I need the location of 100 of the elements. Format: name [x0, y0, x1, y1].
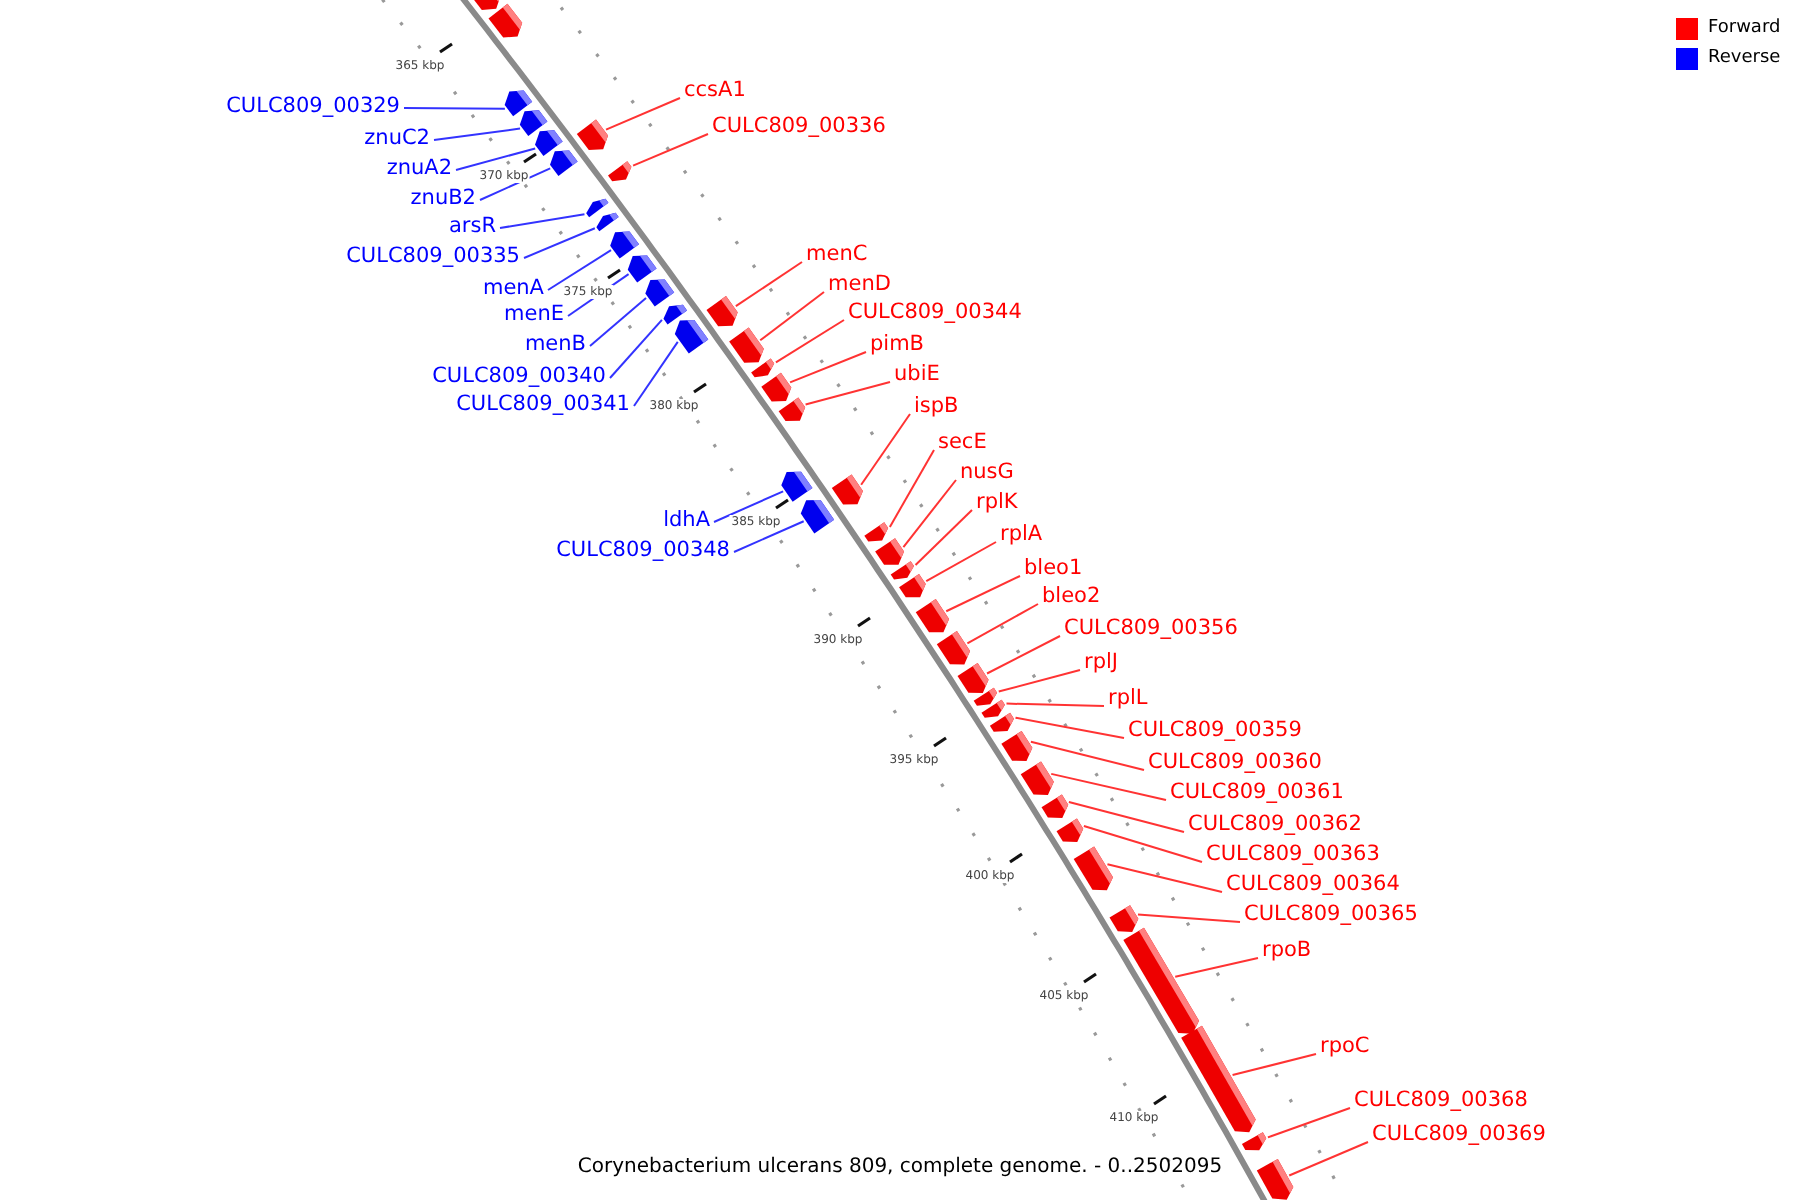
reverse-gene-block	[663, 304, 688, 325]
gene-label: ldhA	[663, 508, 710, 534]
reverse-gene-block	[610, 231, 639, 259]
leader-line	[455, 147, 537, 171]
gene-label: CULC809_00362	[1188, 812, 1362, 838]
caption: Corynebacterium ulcerans 809, complete genome. - 0..2502095	[575, 1156, 1225, 1180]
gene-label: CULC809_00359	[1128, 718, 1302, 744]
forward-gene-block	[1109, 905, 1139, 932]
reverse-gene-block	[781, 471, 813, 502]
leader-line	[914, 509, 973, 567]
forward-gene-block	[761, 372, 792, 402]
forward-gene-block	[1020, 761, 1054, 795]
gene-label: CULC809_00368	[1354, 1088, 1528, 1114]
forward-gene-block	[831, 474, 863, 505]
reverse-gene-block	[586, 198, 609, 218]
gene-label: rplL	[1108, 686, 1148, 712]
leader-line	[1029, 740, 1145, 771]
forward-gene-block	[981, 699, 1005, 718]
leader-line	[403, 107, 506, 110]
reverse-gene-block	[800, 500, 835, 534]
gene-label: CULC809_00364	[1226, 872, 1400, 898]
gene-label: CULC809_00363	[1206, 842, 1380, 868]
leader-line	[1050, 772, 1167, 801]
reverse-gene-block	[535, 130, 563, 156]
gene-label: CULC809_00369	[1372, 1122, 1546, 1148]
reverse-gene-block	[596, 212, 619, 232]
leader-line	[713, 490, 785, 523]
leader-line	[804, 381, 891, 406]
leader-line	[986, 635, 1061, 675]
leader-line	[997, 669, 1081, 693]
leader-line	[1137, 913, 1241, 923]
forward-gene-block	[1181, 1025, 1256, 1133]
gene-label: rplK	[976, 490, 1018, 516]
gene-label: CULC809_00361	[1170, 780, 1344, 806]
gene-label: znuC2	[364, 126, 430, 152]
forward-gene-block	[915, 599, 949, 633]
gene-label: CULC809_00340	[432, 364, 606, 390]
gene-label: menB	[524, 332, 586, 358]
leader-line	[759, 291, 825, 342]
leader-line	[966, 603, 1039, 645]
forward-gene-block	[469, 0, 501, 10]
leader-line	[733, 520, 805, 553]
forward-gene-block	[608, 161, 632, 182]
gene-label: rplJ	[1084, 650, 1118, 676]
leader-line	[499, 213, 586, 229]
leader-line	[902, 479, 957, 548]
reverse-gene-block	[519, 110, 548, 136]
gene-label: rpoC	[1320, 1034, 1370, 1060]
forward-gene-block	[1241, 1132, 1267, 1151]
leader-line	[1005, 702, 1105, 707]
gene-label: nusG	[960, 460, 1014, 486]
gene-label: secE	[938, 430, 987, 456]
forward-gene-block	[1123, 927, 1199, 1034]
forward-gene-block	[899, 574, 926, 598]
leader-line	[479, 167, 552, 201]
forward-gene-block	[576, 119, 608, 150]
gene-label: CULC809_00365	[1244, 902, 1418, 928]
gene-label: ubiE	[894, 362, 940, 388]
reverse-gene-block	[550, 150, 578, 176]
gene-label: CULC809_00335	[346, 244, 520, 270]
leader-line	[945, 575, 1021, 613]
forward-gene-block	[936, 631, 970, 665]
forward-gene-block	[875, 538, 904, 565]
gene-label: rpoB	[1262, 938, 1312, 964]
legend-label: Reverse	[1708, 48, 1781, 70]
reverse-gene-block	[674, 320, 709, 354]
gene-label: znuA2	[386, 156, 452, 182]
leader-line	[1231, 1053, 1317, 1077]
gene-label: CULC809_00329	[226, 94, 400, 120]
gene-label: ispB	[914, 394, 959, 420]
leader-line	[605, 97, 681, 131]
gene-label: bleo2	[1042, 584, 1101, 610]
legend-label: Forward	[1708, 18, 1781, 40]
gene-label: arsR	[448, 214, 496, 240]
reverse-gene-block	[627, 255, 657, 283]
gene-label: menD	[828, 272, 891, 298]
reverse-gene-block	[504, 90, 533, 117]
forward-gene-block	[973, 687, 998, 706]
forward-gene-block	[1256, 1158, 1294, 1200]
forward-gene-block	[1073, 846, 1113, 891]
forward-gene-block	[1001, 730, 1033, 761]
leader-line	[1266, 1107, 1351, 1139]
gene-label: CULC809_00348	[556, 538, 730, 564]
leader-line	[1082, 825, 1203, 863]
gene-label: CULC809_00360	[1148, 750, 1322, 776]
forward-gene-block	[989, 712, 1014, 732]
leader-line	[547, 249, 612, 291]
gene-label: CULC809_00344	[848, 300, 1022, 326]
gene-label: menA	[482, 276, 544, 302]
gene-label: rplA	[1000, 522, 1043, 548]
leader-line	[1174, 957, 1259, 978]
leader-line	[1288, 1141, 1369, 1177]
leader-line	[1067, 801, 1185, 833]
forward-gene-block	[778, 397, 806, 422]
leader-line	[774, 319, 845, 364]
forward-gene-block	[706, 296, 738, 327]
forward-gene-block	[729, 327, 764, 363]
leader-line	[789, 351, 867, 384]
forward-gene-block	[1056, 818, 1084, 842]
leader-line	[523, 227, 596, 259]
